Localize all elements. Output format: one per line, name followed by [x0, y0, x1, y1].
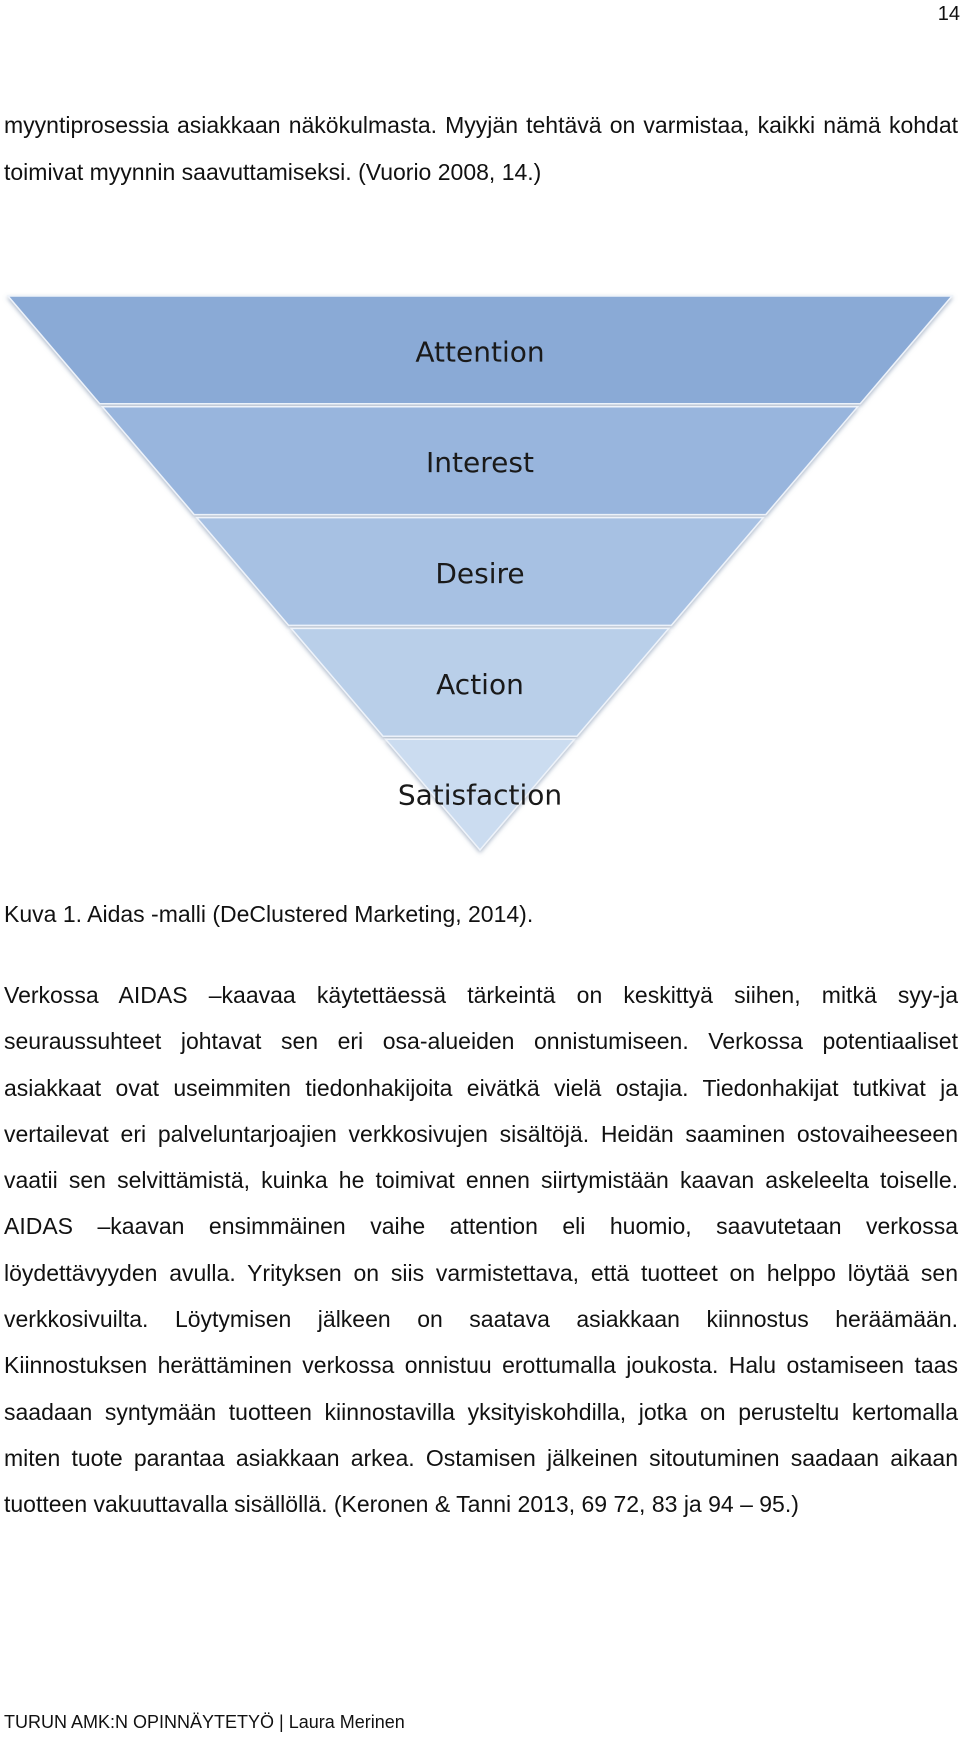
funnel-level-action: [289, 627, 671, 737]
funnel-label-interest: Interest: [426, 446, 534, 479]
figure-caption: Kuva 1. Aidas -malli (DeClustered Market…: [4, 901, 534, 927]
funnel-level-attention: [6, 295, 954, 405]
funnel-level-satisfaction: [383, 738, 577, 852]
page-footer: TURUN AMK:N OPINNÄYTETYÖ | Laura Merinen: [4, 1712, 405, 1732]
intro-paragraph: myyntiprosessia asiakkaan näkökulmasta. …: [4, 112, 958, 185]
funnel-label-desire: Desire: [435, 557, 524, 590]
funnel-label-satisfaction: Satisfaction: [398, 779, 562, 812]
aidas-funnel-diagram: AttentionInterestDesireActionSatisfactio…: [6, 295, 954, 852]
body-paragraph: Verkossa AIDAS –kaavaa käytettäessä tärk…: [4, 982, 958, 1518]
page-number: 14: [937, 3, 960, 25]
funnel-label-action: Action: [436, 668, 524, 701]
funnel-level-desire: [195, 516, 765, 627]
funnel-level-interest: [100, 406, 860, 516]
funnel-label-attention: Attention: [415, 335, 544, 368]
